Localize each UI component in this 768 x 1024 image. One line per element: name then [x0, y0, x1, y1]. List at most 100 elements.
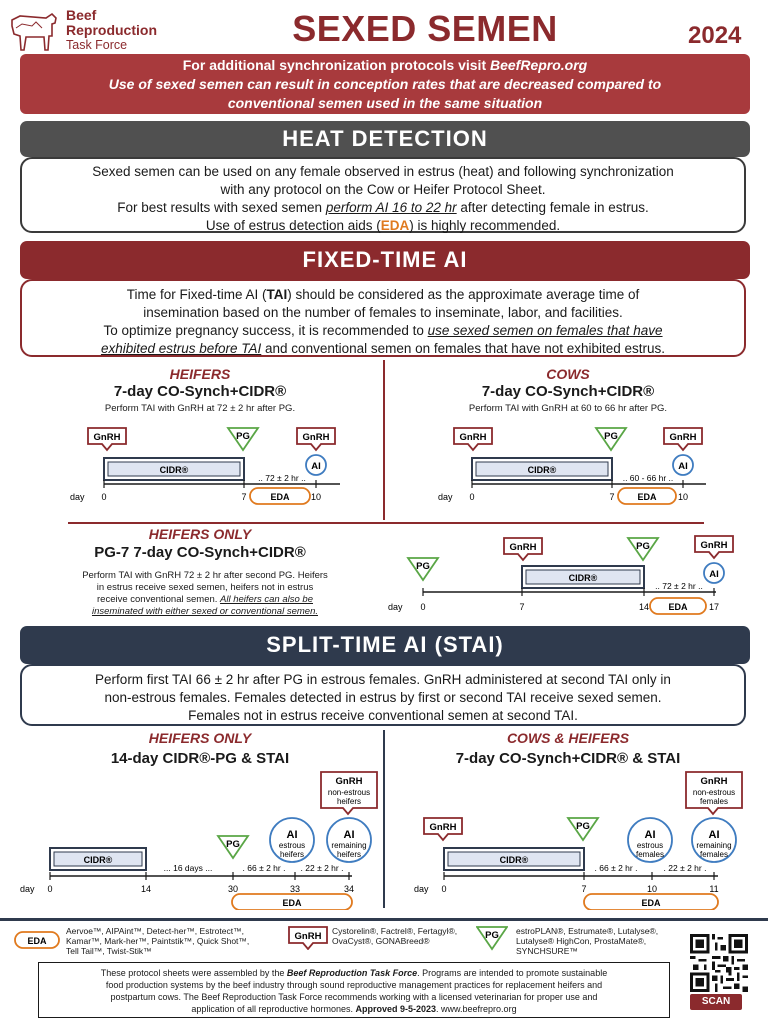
- day-label: day: [388, 602, 403, 612]
- ai-label: AI: [709, 829, 720, 841]
- day-33: 33: [290, 884, 300, 894]
- stai-box: Perform first TAI 66 ± 2 hr after PG in …: [20, 664, 746, 726]
- stai-heifers-timeline: GnRH non-estrous heifers AI estrous heif…: [20, 771, 378, 910]
- year-label: 2024: [688, 22, 742, 49]
- pg-label: PG: [236, 431, 250, 442]
- pg-icon: [626, 537, 660, 562]
- heat-text-1: Sexed semen can be used on any female ob…: [92, 164, 674, 179]
- heifers-protocol: 7-day CO-Synch+CIDR®: [113, 383, 287, 400]
- footer-org-name: Beef Reproduction Task Force: [286, 968, 418, 978]
- ai2-sub-1: remaining: [331, 841, 366, 850]
- legend-gnrh-line-2: OvaCyst®, GONABreed®: [332, 936, 430, 946]
- interval-2: . 22 ± 2 hr .: [301, 863, 344, 873]
- pg7-timeline: PG GnRH PG GnRH AI CIDR® .. 72 ± 2 hr ..…: [388, 535, 734, 615]
- gnrh-label: GnRH: [460, 432, 487, 443]
- fta-text-1a: Time for Fixed-time AI (: [126, 287, 267, 302]
- cows-label: COWS: [546, 366, 590, 382]
- cidr-label: CIDR®: [84, 855, 113, 865]
- day-11: 11: [709, 884, 718, 894]
- heat-eda-highlight: EDA: [380, 218, 410, 233]
- legend-pg-line-1: estroPLAN®, Estrumate®, Lutalyse®,: [516, 926, 659, 936]
- eda-pill: [249, 487, 311, 505]
- ai-label: AI: [311, 461, 321, 472]
- heifers-note: Perform TAI with GnRH at 72 ± 2 hr after…: [104, 403, 296, 414]
- footer-box: These protocol sheets were assembled by …: [38, 962, 670, 1018]
- heifers-panel: HEIFERS 7-day CO-Synch+CIDR® Perform TAI…: [20, 366, 380, 516]
- interval-label: .. 72 ± 2 hr ..: [258, 473, 306, 483]
- footer-website[interactable]: . www.beefrepro.org: [436, 1004, 517, 1014]
- day-34: 34: [344, 884, 354, 894]
- heat-detection-box: Sexed semen can be used on any female ob…: [20, 157, 746, 233]
- heat-text-3b: after detecting female in estrus.: [456, 200, 649, 215]
- fta-text-4b: and conventional semen on females that h…: [261, 341, 666, 356]
- fta-text-3u: use sexed semen on females that have: [427, 323, 663, 338]
- footer-line-1a: These protocol sheets were assembled by …: [100, 968, 287, 978]
- gnrh-label: GnRH: [430, 822, 457, 833]
- legend-gnrh-text: Cystorelin®, Factrel®, Fertagyl®, OvaCys…: [332, 926, 457, 946]
- gnrh-label: GnRH: [94, 432, 121, 443]
- day-label: day: [414, 884, 429, 894]
- fixed-time-ai-box: Time for Fixed-time AI (TAI) should be c…: [20, 279, 746, 357]
- logo: Beef Reproduction Task Force: [6, 6, 166, 52]
- heat-detection-header: HEAT DETECTION: [20, 121, 750, 157]
- stai-header: SPLIT-TIME AI (STAI): [20, 626, 750, 664]
- heat-text-3u: perform AI 16 to 22 hr: [325, 200, 457, 215]
- ai1-sub-1: estrous: [637, 841, 663, 850]
- gnrh-nonestrous-icon: [685, 771, 743, 816]
- day-14: 14: [639, 602, 649, 612]
- banner-text: For additional synchronization protocols…: [182, 57, 490, 73]
- cidr-inner: [53, 851, 143, 867]
- cidr-inner: [475, 461, 609, 477]
- day-label: day: [70, 492, 85, 502]
- eda-pill: [583, 893, 719, 910]
- beefrepro-link[interactable]: BeefRepro.org: [490, 57, 588, 73]
- day-label: day: [438, 492, 453, 502]
- cidr-label: CIDR®: [569, 573, 598, 583]
- heifers-label: HEIFERS: [169, 366, 231, 382]
- heat-text-3a: For best results with sexed semen: [117, 200, 326, 215]
- fta-divider-horizontal: [68, 522, 704, 524]
- stai-heifers-label: HEIFERS ONLY: [148, 730, 252, 746]
- gnrh-icon: [87, 427, 127, 452]
- gap-label: ... 16 days ...: [164, 863, 213, 873]
- day-17: 17: [709, 602, 719, 612]
- stai-cows-timeline: GnRH non-estrous females GnRH PG AI estr…: [414, 771, 743, 910]
- pg-icon: [226, 427, 260, 452]
- qr-code-icon[interactable]: [690, 934, 748, 992]
- eda-label: EDA: [637, 492, 657, 502]
- cows-protocol: 7-day CO-Synch+CIDR®: [481, 383, 655, 400]
- ai-icon: [305, 454, 327, 476]
- heifers-only-pg7-panel: HEIFERS ONLY PG-7 7-day CO-Synch+CIDR® P…: [20, 526, 748, 622]
- day-10: 10: [311, 492, 321, 502]
- pg7-note-4u: inseminated with either sexed or convent…: [91, 606, 318, 617]
- gnrh-icon: [423, 817, 463, 842]
- day-0: 0: [420, 602, 425, 612]
- pg-label: PG: [576, 821, 590, 832]
- pg7-note-1: Perform TAI with GnRH 72 ± 2 hr after se…: [82, 570, 328, 581]
- footer-line-4a: application of all reproductive hormones…: [191, 1004, 356, 1014]
- heat-text-4a: Use of estrus detection aids (: [205, 218, 381, 233]
- scan-button[interactable]: SCAN: [690, 994, 742, 1010]
- stai-cows-label: COWS & HEIFERS: [506, 730, 630, 746]
- legend-eda-line-2: Kamar™, Mark-her™, Paintstik™, Quick Sho…: [66, 936, 250, 946]
- cidr-inner: [447, 851, 581, 867]
- fixed-time-ai-header: FIXED-TIME AI: [20, 241, 750, 279]
- heifers-only-label: HEIFERS ONLY: [148, 526, 252, 542]
- legend-eda-label: EDA: [27, 936, 47, 946]
- legend-gnrh-icon: GnRH: [288, 926, 328, 950]
- interval-2: . 22 ± 2 hr .: [664, 863, 707, 873]
- heat-text-2: with any protocol on the Cow or Heifer P…: [220, 182, 546, 197]
- fta-text-2: insemination based on the number of fema…: [143, 305, 623, 320]
- gnrh-icon: [663, 427, 703, 452]
- legend-eda-text: Aervoe™, AIPAint™, Detect-her™, Estrotec…: [66, 926, 249, 956]
- footer-line-3: postpartum cows. The Beef Reproduction T…: [110, 992, 598, 1002]
- gnrh-sub-2: heifers: [337, 797, 361, 806]
- day-7: 7: [241, 492, 246, 502]
- legend-gnrh-line-1: Cystorelin®, Factrel®, Fertagyl®,: [332, 926, 458, 936]
- fta-text-3a: To optimize pregnancy success, it is rec…: [103, 323, 428, 338]
- logo-line-1: Beef: [66, 7, 97, 23]
- fta-text-4u: exhibited estrus before TAI: [100, 341, 262, 356]
- ai-label: AI: [344, 829, 355, 841]
- ai-remaining-icon: [326, 817, 372, 863]
- heifers-timeline: GnRH PG GnRH AI CIDR® .. 72 ± 2 hr .. ED…: [70, 427, 340, 505]
